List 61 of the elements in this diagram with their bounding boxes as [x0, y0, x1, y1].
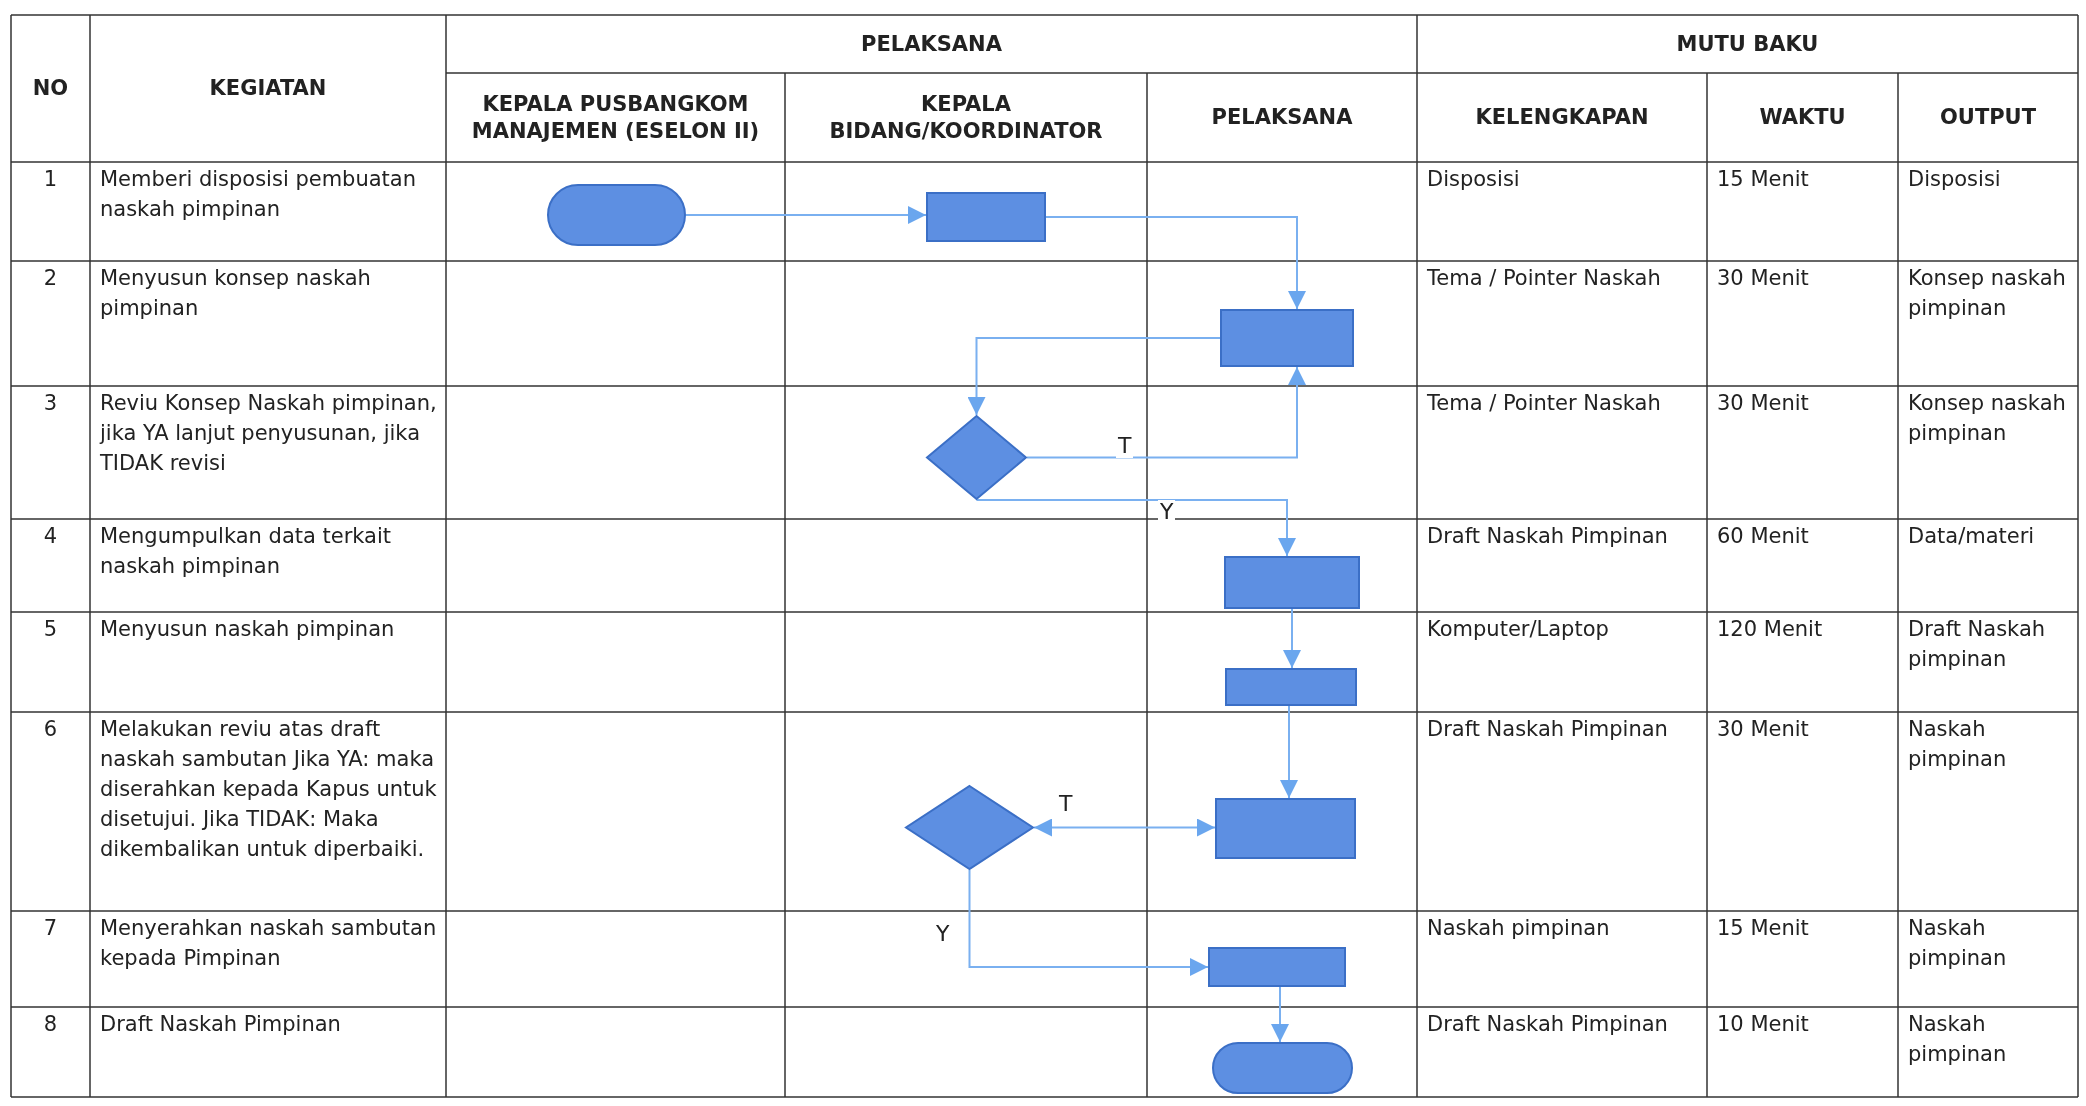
table-cell-text: Konsep naskah pimpinan	[1908, 265, 2067, 322]
arrow	[685, 206, 927, 224]
table-cell-text: Draft Naskah Pimpinan	[1427, 716, 1669, 743]
row-number: 1	[42, 166, 59, 193]
arrow	[1045, 216, 1306, 310]
table-cell-text: Tema / Pointer Naskah	[1427, 265, 1662, 292]
arrow	[1280, 705, 1298, 799]
table-cell-text: Naskah pimpinan	[1908, 915, 2008, 972]
arrow	[1026, 366, 1306, 459]
column-header: PELAKSANA	[860, 30, 1003, 58]
table-cell-text: Menyusun konsep naskah pimpinan	[100, 265, 372, 322]
table-cell-text: Draft Naskah Pimpinan	[100, 1011, 342, 1038]
column-header: KELENGKAPAN	[1474, 104, 1650, 131]
column-header: PELAKSANA	[1210, 104, 1354, 131]
arrow	[1033, 818, 1216, 837]
table-cell-text: 60 Menit	[1717, 523, 1810, 550]
table-cell-text: 10 Menit	[1717, 1011, 1810, 1038]
table-cell-text: Draft Naskah Pimpinan	[1427, 523, 1669, 550]
table-cell-text: Komputer/Laptop	[1427, 616, 1610, 643]
table-cell-text: Konsep naskah pimpinan	[1908, 390, 2067, 447]
table-cell-text: Memberi disposisi pembuatan naskah pimpinan	[100, 166, 418, 223]
row-number: 3	[42, 390, 59, 417]
column-header: WAKTU	[1758, 104, 1847, 131]
column-header: NO	[31, 75, 70, 102]
table-cell-text: Menyusun naskah pimpinan	[100, 616, 396, 643]
table-cell-text: Draft Naskah pimpinan	[1908, 616, 2047, 673]
table-cell-text: 30 Menit	[1717, 716, 1810, 743]
table-cell-text: 30 Menit	[1717, 265, 1810, 292]
column-header: KEGIATAN	[208, 75, 328, 102]
table-cell-text: 30 Menit	[1717, 390, 1810, 417]
table-cell-text: Naskah pimpinan	[1908, 716, 2008, 773]
column-header: KEPALA BIDANG/KOORDINATOR	[828, 90, 1104, 145]
table-cell-text: Reviu Konsep Naskah pimpinan, jika YA lanjut penyusunan, jika TIDAK revisi	[100, 390, 438, 477]
table-cell-text: Mengumpulkan data terkait naskah pimpinan	[100, 523, 393, 580]
arrow	[1283, 608, 1301, 669]
table-cell-text: 15 Menit	[1717, 166, 1810, 193]
column-header: OUTPUT	[1939, 104, 2037, 131]
table-cell-text: Data/materi	[1908, 523, 2036, 550]
row-number: 7	[42, 915, 59, 942]
table-cell-text: 120 Menit	[1717, 616, 1824, 643]
table-cell-text: Tema / Pointer Naskah	[1427, 390, 1662, 417]
edge-label: T	[1116, 434, 1134, 458]
column-header: KEPALA PUSBANGKOM MANAJEMEN (ESELON II)	[470, 90, 761, 145]
table-cell-text: Naskah pimpinan	[1427, 915, 1611, 942]
table-cell-text: Naskah pimpinan	[1908, 1011, 2008, 1068]
arrow	[967, 337, 1221, 416]
row-number: 5	[42, 616, 59, 643]
column-header: MUTU BAKU	[1675, 30, 1820, 58]
table-cell-text: 15 Menit	[1717, 915, 1810, 942]
table-cell-text: Disposisi	[1427, 166, 1521, 193]
table-cell-text: Draft Naskah Pimpinan	[1427, 1011, 1669, 1038]
row-number: 2	[42, 265, 59, 292]
row-number: 8	[42, 1011, 59, 1038]
arrow	[975, 499, 1296, 557]
arrow	[1271, 986, 1289, 1043]
arrow	[968, 869, 1209, 976]
table-cell-text: Melakukan reviu atas draft naskah sambutan Jika YA: maka diserahkan kepada Kapus untuk disetujui. Jika TIDAK: Maka dikembalikan untuk diperbaiki.	[100, 716, 438, 863]
table-cell-text: Menyerahkan naskah sambutan kepada Pimpinan	[100, 915, 438, 972]
table-cell-text: Disposisi	[1908, 166, 2002, 193]
row-number: 6	[42, 716, 59, 743]
row-number: 4	[42, 523, 59, 550]
